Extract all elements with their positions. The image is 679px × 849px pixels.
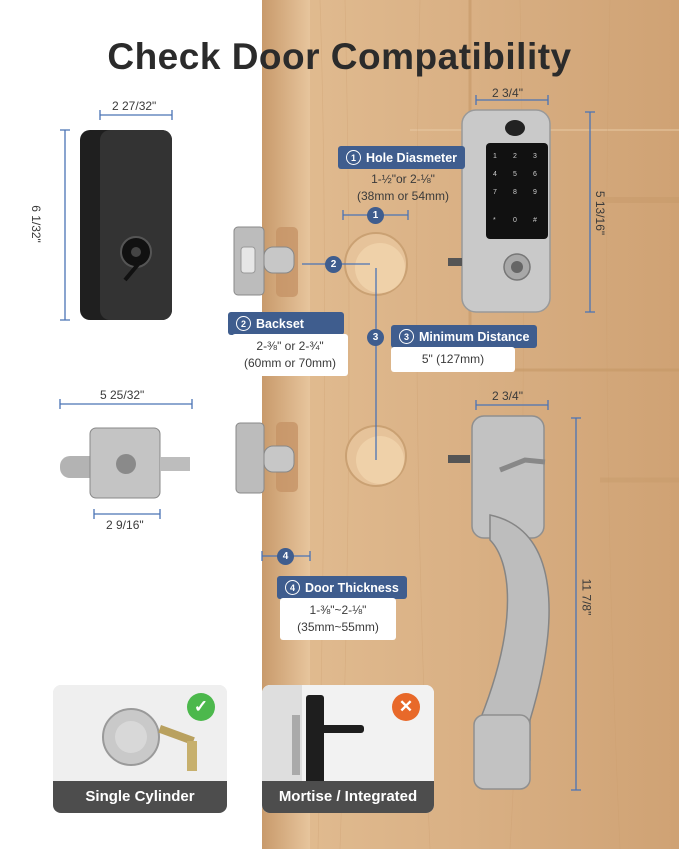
mortise-card: ✕ Mortise / Integrated: [262, 685, 434, 813]
handle-height-label: 11 7/8": [579, 578, 594, 616]
single-cylinder-card: ✓ Single Cylinder: [53, 685, 227, 813]
single-cylinder-label: Single Cylinder: [53, 781, 227, 813]
handle-width-label: 2 3/4": [492, 389, 523, 403]
door-thickness-number: 4: [285, 580, 300, 595]
backset-title: Backset: [256, 316, 304, 331]
minimum-distance-number: 3: [399, 329, 414, 344]
back-width-label: 2 27/32": [112, 99, 157, 113]
back-height-label: 6 1/32": [28, 205, 43, 243]
door-thickness-body: 1-⅜"~2-⅛" (35mm~55mm): [280, 598, 396, 640]
minimum-distance-header: 3 Minimum Distance: [391, 325, 538, 348]
door-thickness-line1: 1-⅜"~2-⅛": [309, 603, 367, 617]
deadbolt-latch: [233, 226, 295, 296]
handle-latch: [60, 422, 295, 499]
x-icon: ✕: [392, 693, 420, 721]
minimum-distance-title: Minimum Distance: [419, 329, 530, 344]
keypad-front: [448, 109, 551, 313]
backset-line1: 2-⅜" or 2-¾": [256, 339, 324, 353]
marker-3: 3: [367, 329, 384, 346]
marker-4: 4: [277, 548, 294, 565]
svg-text:2: 2: [513, 153, 517, 160]
backset-line2: (60mm or 70mm): [243, 356, 336, 370]
backset-header: 2 Backset: [228, 312, 344, 335]
hole-diameter-number: 1: [346, 150, 361, 165]
hole-diameter-body: 1-½"or 2-⅛" (38mm or 54mm): [351, 167, 455, 209]
front-height-label: 5 13/16": [593, 190, 608, 236]
hole-diameter-line1: 1-½"or 2-⅛": [371, 172, 435, 186]
backset-body: 2-⅜" or 2-¾" (60mm or 70mm): [232, 334, 348, 376]
lock-back-panel: [80, 130, 172, 320]
hole-diameter-title: Hole Diasmeter: [366, 150, 458, 165]
hole-diameter-header: 1 Hole Diasmeter: [338, 146, 466, 169]
backset-number: 2: [236, 316, 251, 331]
door-thickness-title: Door Thickness: [305, 580, 399, 595]
latch-length-label: 5 25/32": [100, 388, 145, 402]
marker-1: 1: [367, 207, 384, 224]
svg-text:1: 1: [493, 153, 497, 160]
svg-text:*: *: [493, 217, 496, 224]
svg-text:0: 0: [513, 217, 517, 224]
svg-text:5: 5: [513, 171, 517, 178]
svg-text:9: 9: [533, 189, 537, 196]
handleset: [448, 415, 550, 790]
minimum-distance-body: 5" (127mm): [391, 347, 515, 372]
page-title: Check Door Compatibility: [107, 36, 572, 77]
svg-text:4: 4: [493, 171, 497, 178]
minimum-distance-line1: 5" (127mm): [421, 352, 485, 366]
svg-text:6: 6: [533, 171, 537, 178]
svg-text:8: 8: [513, 189, 517, 196]
svg-text:3: 3: [533, 153, 537, 160]
svg-text:7: 7: [493, 189, 497, 196]
door-thickness-line2: (35mm~55mm): [297, 620, 379, 634]
latch-plate-label: 2 9/16": [106, 518, 144, 532]
hole-diameter-line2: (38mm or 54mm): [357, 189, 450, 203]
marker-2: 2: [325, 256, 342, 273]
mortise-label: Mortise / Integrated: [262, 781, 434, 813]
check-icon: ✓: [187, 693, 215, 721]
front-width-label: 2 3/4": [492, 86, 523, 100]
door-thickness-header: 4 Door Thickness: [277, 576, 407, 599]
svg-text:#: #: [533, 217, 537, 224]
